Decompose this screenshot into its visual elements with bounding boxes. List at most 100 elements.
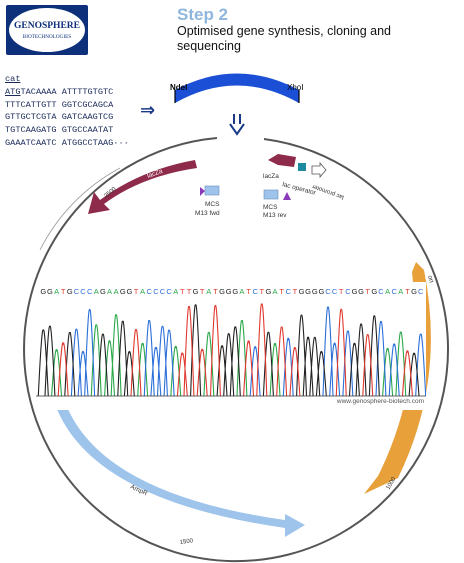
ori-label: ori [426,275,435,284]
base-call: G [193,287,199,296]
base-call: C [153,287,159,296]
base-call: T [61,287,66,296]
logo-line1: GENOSPHERE [14,21,80,31]
base-call: A [398,287,403,296]
base-call: G [47,287,53,296]
lac-promoter-arrow-icon [311,161,327,179]
base-call: C [74,287,80,296]
lacza-left-label: lacZa [146,168,164,180]
base-call: T [134,287,139,296]
genosphere-logo: GENOSPHERE BIOTECHNOLOGIES [6,5,88,55]
inner-guide-arc [39,167,121,251]
base-call: C [166,287,172,296]
lacza-right-arrow [268,154,296,167]
base-call: T [200,287,205,296]
base-call: A [206,287,211,296]
m13-rev-label: M13 rev [263,212,287,219]
base-call: C [332,287,338,296]
base-call: A [385,287,390,296]
ori-arc [364,262,431,494]
plasmid-backbone [23,137,450,563]
base-call: T [187,287,192,296]
double-arrow-right-icon: ⇒ [140,100,156,121]
mcs-right-box [263,189,279,200]
base-call: T [365,287,370,296]
logo-line2: BIOTECHNOLOGIES [23,34,72,40]
base-call: G [371,287,377,296]
gene-label: cat [5,74,21,84]
base-call: T [260,287,265,296]
step-subtitle: Optimised gene synthesis, cloning and se… [177,24,392,53]
ndei-label: NdeI [170,83,187,92]
base-call: T [293,287,298,296]
m13-fwd-label: M13 fwd [195,210,220,217]
base-call: A [239,287,244,296]
base-call: C [286,287,292,296]
lac-operator-box [298,163,306,171]
m13-rev-arrow-icon [283,192,291,200]
base-call: T [246,287,251,296]
chromatogram-watermark: www.genosphere-biotech.com [336,398,424,405]
base-call: C [418,287,424,296]
mcs-left-box [204,185,220,196]
xhoi-label: XhoI [287,83,303,92]
base-call: G [226,287,232,296]
orf-insert-arc [175,73,299,103]
step-title: Step 2 [177,5,229,24]
base-call: T [279,287,284,296]
base-call: A [173,287,178,296]
lacza-right-label: lacZa [263,173,279,180]
base-call: G [67,287,73,296]
trace-G [37,304,420,397]
lac-promoter-label: lac promoter [312,183,345,200]
base-call: C [252,287,258,296]
chromatogram-traces [37,303,426,397]
base-call: G [40,287,46,296]
base-call: C [378,287,384,296]
base-call: T [213,287,218,296]
base-call: G [265,287,271,296]
lacza-left-arrow [88,160,197,214]
sequence-row: GTTGCTCGTA GATCAAGTCG [5,112,114,123]
base-call: T [180,287,185,296]
base-call: C [146,287,152,296]
ampr-arc [55,402,305,537]
base-call: C [325,287,331,296]
down-arrow-icon [229,114,245,136]
start-codon: ATG [5,86,21,97]
base-call: C [391,287,397,296]
sequence-row: TGTCAAGATG GTGCCAATAT [5,125,114,136]
base-call: T [405,287,410,296]
base-call: G [126,287,132,296]
trace-T [57,303,413,397]
base-call: C [160,287,166,296]
base-call: A [94,287,99,296]
mcs-right-label: MCS [263,204,278,211]
trace-A [51,314,407,397]
base-call: G [352,287,358,296]
orf-label: ORF [225,91,249,103]
base-call: G [219,287,225,296]
base-call: G [120,287,126,296]
base-call: G [358,287,364,296]
base-call: G [411,287,417,296]
sequence-row: ATGTACAAAA ATTTTGTGTC [5,86,114,97]
base-call: G [305,287,311,296]
base-call: A [54,287,59,296]
base-call: G [100,287,106,296]
base-call: A [107,287,112,296]
base-call: G [312,287,318,296]
base-call: C [87,287,93,296]
base-call: A [114,287,119,296]
base-call: C [345,287,351,296]
base-call: A [272,287,277,296]
base-call: G [318,287,324,296]
dna-sequence: cat ATGTACAAAA ATTTTGTGTC TTTCATTGTT GGT… [5,73,129,150]
base-call: C [80,287,86,296]
sequence-row: GAAATCAATC ATGGCCTAAG··· [5,137,129,148]
sequence-row: TTTCATTGTT GGTCGCAGCA [5,99,114,110]
base-call: A [140,287,145,296]
trace-C [70,306,426,397]
